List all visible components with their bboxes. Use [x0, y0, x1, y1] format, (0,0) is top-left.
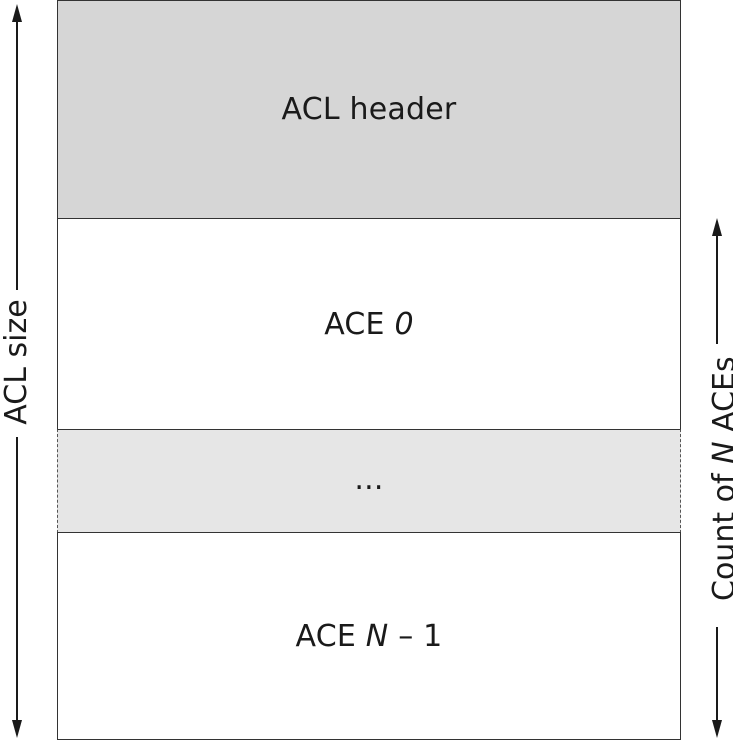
- count-var: N: [707, 441, 733, 463]
- ace-last-var: N: [365, 618, 389, 654]
- acl-size-arrow: [12, 4, 22, 738]
- ace-last-prefix: ACE: [295, 618, 357, 654]
- ace-0-prefix: ACE: [324, 306, 385, 342]
- count-prefix: Count of: [707, 473, 733, 601]
- acl-size-arrowhead-down: [12, 720, 22, 738]
- count-suffix: ACEs: [707, 356, 733, 432]
- ace-last-label: ACE N – 1: [296, 619, 443, 654]
- count-arrowhead-up: [712, 218, 722, 236]
- acl-header-block: ACL header: [57, 0, 681, 219]
- ace-ellipsis-block: ...: [57, 429, 681, 533]
- count-arrow: [712, 218, 722, 738]
- acl-size-arrowhead-up: [12, 4, 22, 22]
- acl-size-label: ACL size: [0, 299, 34, 425]
- ace-last-block: ACE N – 1: [57, 532, 681, 740]
- ace-last-suffix: – 1: [398, 618, 443, 654]
- ace-0-index: 0: [394, 306, 414, 342]
- ace-0-block: ACE 0: [57, 218, 681, 430]
- ace-0-label: ACE 0: [324, 307, 414, 342]
- ellipsis-label: ...: [354, 461, 384, 497]
- count-of-aces-label: Count of N ACEs: [707, 356, 733, 601]
- count-arrowhead-down: [712, 720, 722, 738]
- acl-header-label: ACL header: [281, 92, 457, 127]
